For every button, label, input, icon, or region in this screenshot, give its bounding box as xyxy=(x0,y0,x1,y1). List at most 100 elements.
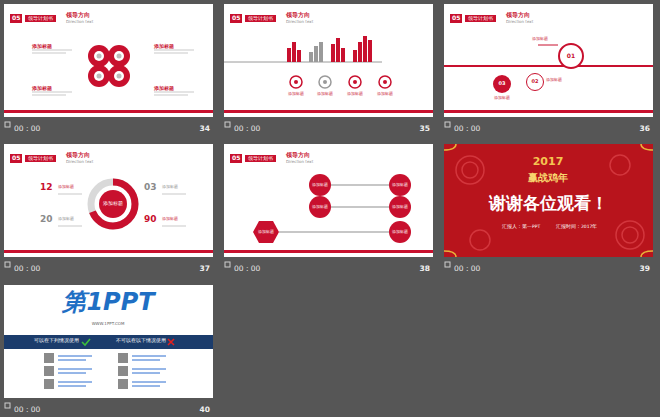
petal-figure xyxy=(108,45,130,67)
bar-chart xyxy=(287,48,291,62)
festive-pattern xyxy=(641,251,653,257)
slide-title: 领导方向 xyxy=(506,12,530,18)
timer-icon xyxy=(225,122,230,127)
icon-circle xyxy=(349,76,361,88)
bar-chart xyxy=(336,38,340,62)
text-placeholder-line xyxy=(162,226,186,227)
item-title: 添加标题 xyxy=(162,217,178,222)
timer-icon xyxy=(225,262,230,267)
bar-chart xyxy=(319,42,323,62)
icon-circle xyxy=(290,76,302,88)
usage-band xyxy=(168,339,174,345)
petal-figure xyxy=(88,45,110,67)
bar-chart xyxy=(353,50,357,62)
usage-band xyxy=(4,335,213,349)
ring-chart xyxy=(91,182,135,226)
timer-icon xyxy=(5,122,450,408)
slide-thumbnail: 01020305领导计划书领导方向Direction text xyxy=(444,4,653,117)
slide-thumbnail: 添加标题05领导计划书领导方向Direction text xyxy=(4,144,213,257)
text-placeholder-line xyxy=(32,50,194,226)
thanks-text: 谢谢各位观看！ xyxy=(444,194,653,214)
qr-code xyxy=(118,353,128,363)
item-circle: 添加标题 xyxy=(309,174,331,196)
slide-number: 39 xyxy=(640,265,650,274)
petal-figure xyxy=(94,71,104,81)
qr-code xyxy=(118,366,128,376)
slide-ground xyxy=(444,4,653,117)
timer-icon xyxy=(5,403,10,408)
bar-chart xyxy=(331,44,335,62)
item-title: 添加标题 xyxy=(288,92,304,97)
presenter: 汇报人：第一PPT xyxy=(502,224,540,229)
step-circle: 03 xyxy=(493,75,511,93)
section-tag: 领导计划书 xyxy=(245,155,276,162)
slide-title: 领导方向 xyxy=(286,152,310,158)
node-label: 添加标题 xyxy=(312,205,328,210)
qr-code xyxy=(44,366,54,376)
footer-bar xyxy=(4,250,213,253)
item-circle: 添加标题 xyxy=(389,174,411,196)
festive-pattern xyxy=(456,156,484,184)
festive-pattern xyxy=(444,251,456,257)
icon-circle xyxy=(379,76,391,88)
logo-url: WWW.1PPT.COM xyxy=(92,322,125,327)
item-circle: 添加标题 xyxy=(389,196,411,218)
qr-code xyxy=(118,379,128,389)
link-line xyxy=(58,356,166,386)
petal-figure xyxy=(88,45,130,87)
bar-chart xyxy=(224,36,382,62)
slide-number: 38 xyxy=(420,265,430,274)
petal-figure xyxy=(114,71,124,81)
item-title: 添加标题 xyxy=(58,185,74,190)
icon-circle xyxy=(290,76,391,88)
section-badge: 05 xyxy=(450,14,462,23)
item-title: 添加标题 xyxy=(546,78,562,83)
festive-pattern xyxy=(616,221,644,249)
node-label: 01 xyxy=(567,53,575,60)
text-placeholder-line xyxy=(154,92,194,93)
festive-pattern xyxy=(444,144,653,257)
hexagon-shape xyxy=(253,221,279,243)
text-placeholder-line xyxy=(32,95,66,96)
section-tag: 领导计划书 xyxy=(245,15,276,22)
node-label: 添加标题 xyxy=(392,230,408,235)
slide-thumbnail: 05领导计划书领导方向Direction text xyxy=(4,4,213,117)
text-placeholder-line xyxy=(154,95,188,96)
timer-icon xyxy=(445,122,450,127)
slide-timer: 00 : 00 xyxy=(14,406,40,415)
festive-pattern xyxy=(470,230,490,250)
timer-icon xyxy=(5,262,10,267)
timer-icon xyxy=(5,122,10,127)
section-tag: 领导计划书 xyxy=(465,15,496,22)
link-line xyxy=(132,382,166,383)
bar-chart xyxy=(341,48,345,62)
slide-title: 领导方向 xyxy=(66,152,90,158)
slide-title: 领导方向 xyxy=(66,12,90,18)
timer-icon xyxy=(445,262,450,267)
festive-pattern xyxy=(610,155,630,175)
icon-circle xyxy=(294,80,298,84)
icon-circle xyxy=(323,80,327,84)
slide-number: 35 xyxy=(420,125,430,134)
qr-code xyxy=(44,353,54,363)
item-title: 添加标题 xyxy=(32,44,52,49)
text-placeholder-line xyxy=(162,194,186,195)
petal-figure xyxy=(117,54,122,59)
footer-bar xyxy=(4,110,213,113)
slide-timer: 00 : 00 xyxy=(454,125,480,134)
slide-number: 36 xyxy=(640,125,650,134)
slide-thumbnail: 添加标题添加标题添加标题添加标题添加标题添加标题05领导计划书领导方向Direc… xyxy=(224,144,433,257)
timeline-line xyxy=(538,45,558,46)
item-circle: 添加标题 xyxy=(309,196,331,218)
section-badge: 05 xyxy=(10,14,22,23)
slide-ground xyxy=(4,4,653,398)
petal-figure xyxy=(94,51,104,61)
slide-title: 领导方向 xyxy=(286,12,310,18)
link-line xyxy=(58,382,92,383)
festive-pattern xyxy=(444,144,456,150)
node-label: 添加标题 xyxy=(312,183,328,188)
link-line xyxy=(132,373,160,374)
slide-ground xyxy=(4,144,213,257)
item-title: 添加标题 xyxy=(154,44,174,49)
node-label: 添加标题 xyxy=(258,230,274,235)
